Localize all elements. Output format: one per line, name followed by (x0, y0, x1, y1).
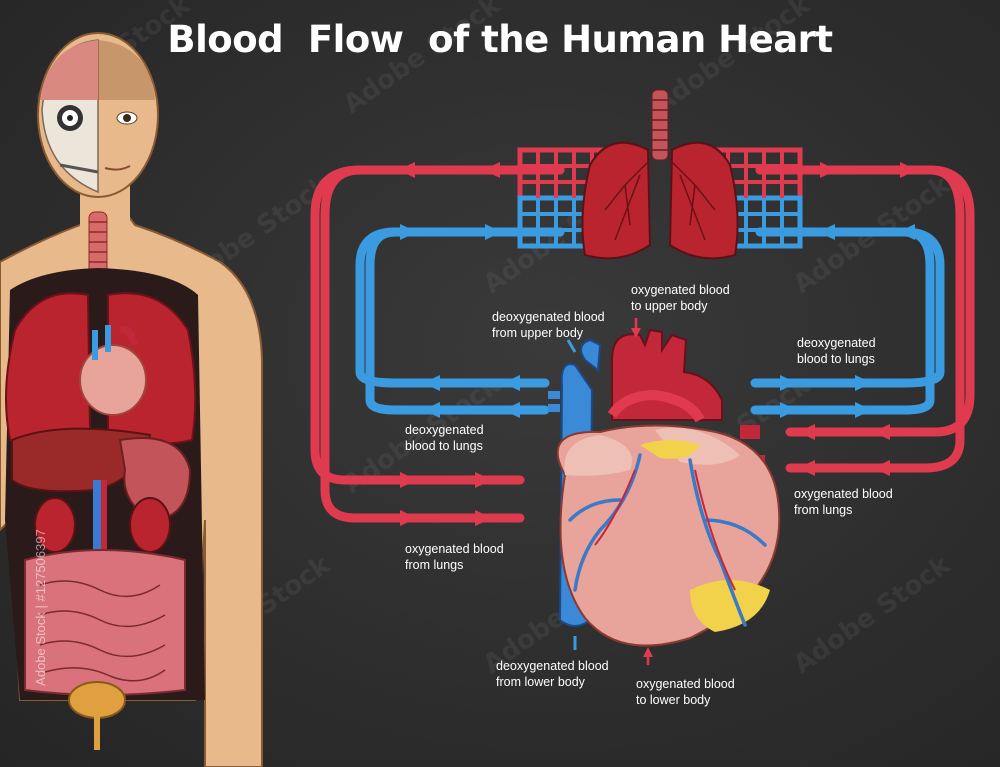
lungs-illustration (517, 89, 803, 260)
label-line-1: oxygenated blood (405, 542, 504, 556)
capillary-grid-left (517, 147, 613, 249)
label-oxy-from-lungs-right: oxygenated blood from lungs (794, 486, 893, 518)
label-line-2: blood to lungs (797, 352, 875, 366)
label-line-2: from lungs (405, 558, 464, 572)
label-line-1: deoxygenated blood (492, 310, 605, 324)
label-oxy-upper-body: oxygenated blood to upper body (631, 282, 730, 314)
label-line-1: oxygenated blood (631, 283, 730, 297)
label-line-1: oxygenated blood (636, 677, 735, 691)
label-deoxy-to-lungs-right: deoxygenated blood to lungs (797, 335, 876, 367)
label-line-1: deoxygenated (405, 423, 484, 437)
label-line-2: to lower body (636, 693, 711, 707)
label-deoxy-lower-body: deoxygenated blood from lower body (496, 658, 609, 690)
label-oxy-lower-body: oxygenated blood to lower body (636, 676, 735, 708)
heart-illustration (548, 328, 781, 647)
label-line-2: from upper body (492, 326, 584, 340)
label-line-2: blood to lungs (405, 439, 483, 453)
deoxygenated-arrows (400, 224, 915, 418)
label-deoxy-to-lungs-left: deoxygenated blood to lungs (405, 422, 484, 454)
indicator-arrows (566, 318, 653, 665)
oxygenated-arrows (398, 162, 917, 526)
diagram-title: Blood Flow of the Human Heart (167, 18, 833, 61)
label-line-1: oxygenated blood (794, 487, 893, 501)
label-deoxy-upper-body: deoxygenated blood from upper body (492, 309, 605, 341)
label-line-2: from lower body (496, 675, 585, 689)
human-body-figure (0, 32, 263, 767)
label-line-1: deoxygenated blood (496, 659, 609, 673)
label-oxy-from-lungs-left: oxygenated blood from lungs (405, 541, 504, 573)
stock-id-text: Adobe Stock | #127506397 (32, 529, 48, 686)
label-line-1: deoxygenated (797, 336, 876, 350)
flow-arrows (398, 162, 917, 526)
label-line-2: to upper body (631, 299, 708, 313)
circulation-loops (310, 165, 975, 523)
label-line-2: from lungs (794, 503, 853, 517)
